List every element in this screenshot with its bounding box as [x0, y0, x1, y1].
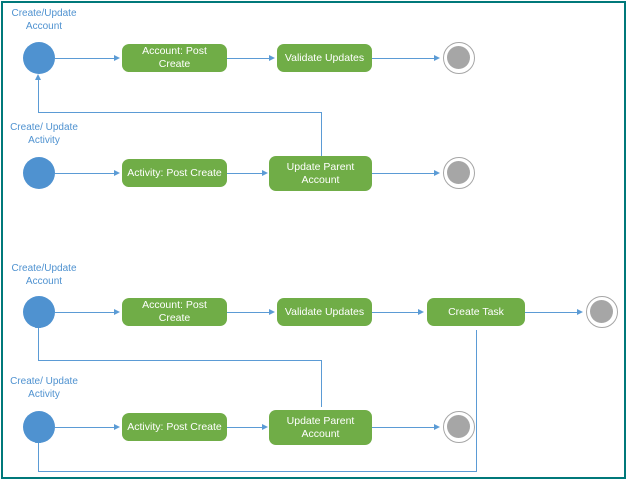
caption-activity-upper: Create/ Update Activity: [10, 122, 78, 146]
connector-start-to-account-post-create-2: [55, 312, 117, 313]
box-account-post-create-lower[interactable]: Account: Post Create: [122, 298, 227, 326]
lower-upper-feedback-loop-line: [38, 360, 322, 361]
box-validate-updates-upper[interactable]: Validate Updates: [277, 44, 372, 72]
arrowhead-icon-8: [269, 308, 275, 315]
arrowhead-icon-4: [114, 169, 120, 176]
arrowhead-icon-1: [114, 54, 120, 61]
start-node-account-lower[interactable]: [23, 296, 55, 328]
connector-activity-post-create-to-update-parent-1: [227, 173, 265, 174]
lower-upper-loop-right-riser: [321, 360, 322, 407]
arrowhead-icon-7: [114, 308, 120, 315]
connector-create-task-to-end: [525, 312, 580, 313]
box-create-task[interactable]: Create Task: [427, 298, 525, 326]
box-update-parent-account-lower[interactable]: Update Parent Account: [269, 410, 372, 445]
upper-loop-right-riser: [321, 112, 322, 158]
upper-feedback-loop-rect: [38, 112, 322, 113]
start-node-activity-upper[interactable]: [23, 157, 55, 189]
arrowhead-icon-9: [418, 308, 424, 315]
end-node-account-upper[interactable]: [443, 42, 475, 74]
connector-account-post-create-to-validate-1: [227, 58, 272, 59]
lower-outer-loop-left-riser: [38, 443, 39, 472]
lower-outer-feedback-loop-line: [38, 471, 477, 472]
connector-account-post-create-to-validate-2: [227, 312, 272, 313]
box-update-parent-account-upper[interactable]: Update Parent Account: [269, 156, 372, 191]
connector-activity-post-create-to-update-parent-2: [227, 427, 265, 428]
arrowhead-icon-3: [434, 54, 440, 61]
box-account-post-create-upper[interactable]: Account: Post Create: [122, 44, 227, 72]
box-validate-updates-lower[interactable]: Validate Updates: [277, 298, 372, 326]
start-node-activity-lower[interactable]: [23, 411, 55, 443]
lower-outer-loop-right-riser: [476, 330, 477, 472]
connector-start-to-account-post-create-1: [55, 58, 117, 59]
end-node-activity-upper[interactable]: [443, 157, 475, 189]
box-activity-post-create-lower[interactable]: Activity: Post Create: [122, 413, 227, 441]
start-node-account-upper[interactable]: [23, 42, 55, 74]
arrowhead-icon-10: [577, 308, 583, 315]
connector-validate-to-create-task: [372, 312, 421, 313]
connector-validate-to-end-1: [372, 58, 437, 59]
upper-loop-left-riser: [38, 80, 39, 113]
connector-start-to-activity-post-create-1: [55, 173, 117, 174]
end-node-account-lower[interactable]: [586, 296, 618, 328]
end-node-activity-lower[interactable]: [443, 411, 475, 443]
arrowhead-icon-13: [434, 423, 440, 430]
arrowhead-icon-6: [434, 169, 440, 176]
connector-start-to-activity-post-create-2: [55, 427, 117, 428]
connector-update-parent-to-end-1: [372, 173, 437, 174]
arrowhead-icon-12: [262, 423, 268, 430]
caption-activity-lower: Create/ Update Activity: [10, 376, 78, 400]
arrowhead-icon-5: [262, 169, 268, 176]
connector-update-parent-to-end-2: [372, 427, 437, 428]
caption-account-lower: Create/Update Account: [11, 263, 77, 287]
arrowhead-icon-2: [269, 54, 275, 61]
lower-upper-loop-left-riser: [38, 328, 39, 361]
caption-account-upper: Create/Update Account: [11, 8, 77, 32]
upper-loop-arrowhead-icon: [35, 74, 41, 80]
arrowhead-icon-11: [114, 423, 120, 430]
box-activity-post-create-upper[interactable]: Activity: Post Create: [122, 159, 227, 187]
